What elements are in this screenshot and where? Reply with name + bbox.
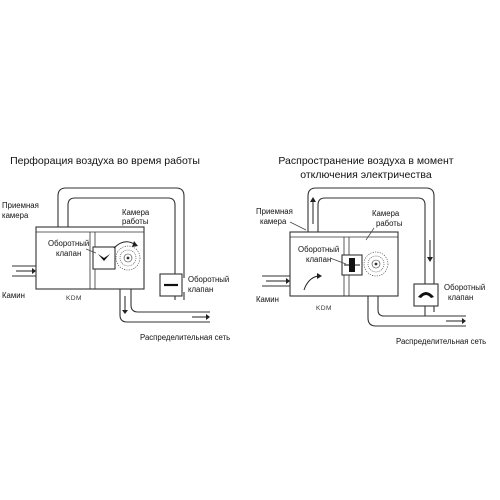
- arrow-head: [286, 278, 290, 284]
- label-pointer: [329, 257, 347, 265]
- fireplace-label: Камин: [256, 295, 279, 304]
- valve-flap-icon: [98, 254, 110, 261]
- label-pointer: [85, 248, 97, 254]
- supply-duct: [367, 296, 466, 327]
- valve-label: Оборотный: [188, 275, 229, 284]
- diagram-left: Перфорация воздуха во время работы: [2, 155, 230, 342]
- valve-flap-icon: [418, 292, 434, 298]
- fireplace-label: Камин: [2, 291, 25, 300]
- work-label: работы: [376, 219, 403, 228]
- label-pointer: [365, 227, 375, 241]
- arrow-head: [32, 268, 36, 274]
- diagram-title: Перфорация воздуха во время работы: [10, 155, 200, 167]
- arrow-head: [310, 197, 316, 202]
- arrow-head: [132, 241, 138, 247]
- return-duct: [424, 306, 435, 316]
- arrow-head: [206, 314, 210, 320]
- fireplace-inlet: [12, 265, 36, 277]
- work-label: Камера: [372, 209, 400, 218]
- swirl-arrow: [303, 275, 319, 291]
- arrow-head: [122, 310, 128, 314]
- bypass-duct: [57, 187, 185, 272]
- intake-label: Приемная: [256, 207, 293, 216]
- intake-label: камера: [260, 217, 287, 226]
- diagram-title: Распространение воздуха в момент: [278, 155, 453, 167]
- valve-label: клапан: [448, 293, 473, 302]
- work-label: Камера: [122, 208, 150, 217]
- valve-label: клапан: [56, 249, 81, 258]
- valve-label: Оборотный: [444, 283, 485, 292]
- fan-icon: [363, 251, 389, 277]
- network-label: Распределительная сеть: [396, 337, 486, 346]
- supply-duct: [119, 289, 210, 323]
- arrow-head: [462, 318, 466, 324]
- rotation-arrow-icon: [113, 241, 135, 249]
- valve-label: Оборотный: [298, 245, 339, 254]
- diagram-right: Распространение воздуха в момент отключе…: [256, 155, 486, 346]
- arrow-head: [317, 273, 322, 279]
- network-label: Распределительная сеть: [140, 333, 230, 342]
- intake-label: Приемная: [2, 201, 39, 210]
- valve-label: клапан: [306, 255, 331, 264]
- diagram-title: отключения электричества: [300, 169, 432, 181]
- fireplace-inlet: [262, 275, 290, 287]
- intake-label: камера: [2, 211, 29, 220]
- arrow-head: [427, 257, 433, 262]
- work-label: работы: [122, 217, 149, 226]
- fan-icon: [115, 245, 141, 271]
- valve-label: Оборотный: [48, 239, 89, 248]
- unit-label: KDM: [316, 305, 332, 312]
- label-pointer: [289, 221, 307, 231]
- bypass-duct: [307, 187, 435, 286]
- valve-label: клапан: [188, 285, 213, 294]
- unit-label: KDM: [66, 295, 82, 302]
